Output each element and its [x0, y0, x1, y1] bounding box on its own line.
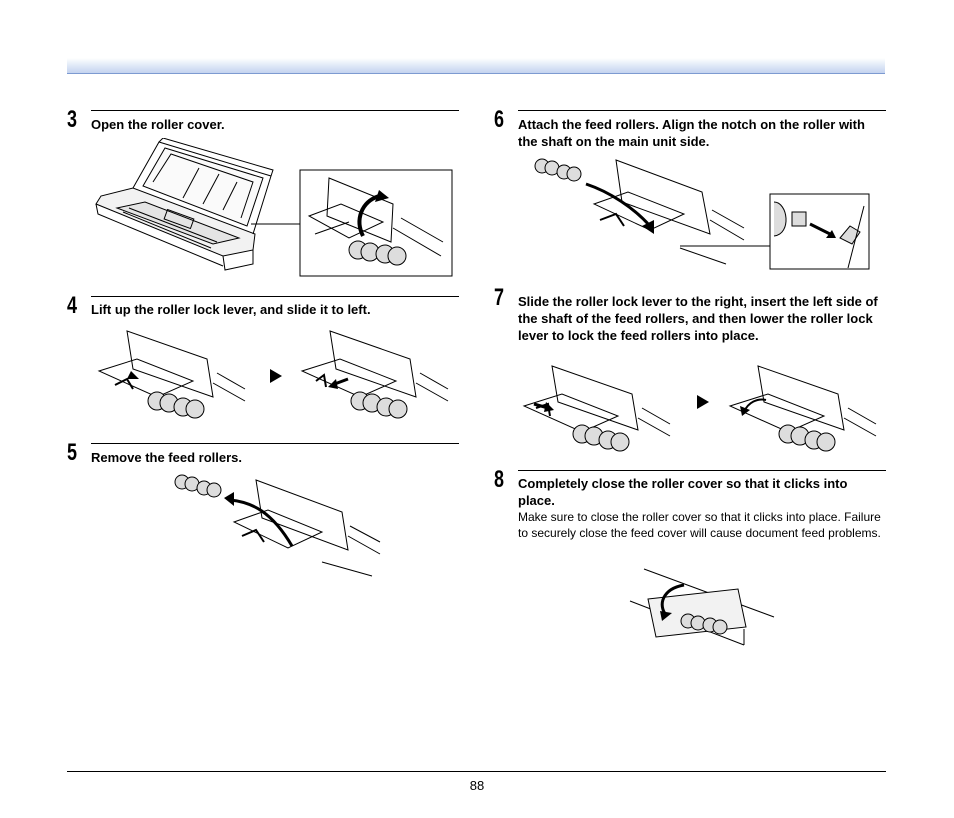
page-number: 88: [469, 778, 485, 793]
next-arrow-icon: [270, 369, 282, 383]
step-number: 4: [67, 292, 78, 319]
scanner-open-cover-illustration: [95, 138, 453, 277]
step-divider: [518, 110, 886, 111]
header-rule: [67, 73, 885, 74]
step-instruction: Remove the feed rollers.: [91, 450, 242, 465]
next-arrow-icon: [697, 395, 709, 409]
step-instruction: Completely close the roller cover so tha…: [518, 476, 848, 508]
step-number: 6: [494, 106, 505, 133]
step-divider: [91, 443, 459, 444]
step-instruction: Lift up the roller lock lever, and slide…: [91, 302, 371, 317]
step-instruction: Attach the feed rollers. Align the notch…: [518, 117, 865, 149]
close-roller-cover-illustration: [629, 568, 775, 646]
remove-feed-rollers-illustration: [174, 474, 381, 577]
footer-rule: [67, 771, 886, 772]
step-divider: [91, 296, 459, 297]
step-number: 8: [494, 466, 505, 493]
attach-feed-rollers-illustration: [534, 158, 870, 270]
lift-lever-illustration-after: [300, 330, 449, 419]
step-divider: [91, 110, 459, 111]
lower-lever-illustration-before: [522, 365, 671, 452]
step-number: 7: [494, 284, 505, 311]
step-divider: [518, 470, 886, 471]
header-band: [67, 58, 885, 73]
step-instruction: Slide the roller lock lever to the right…: [518, 294, 878, 343]
step-note: Make sure to close the roller cover so t…: [518, 510, 881, 540]
step-number: 5: [67, 439, 78, 466]
lift-lever-illustration-before: [97, 330, 246, 419]
step-instruction: Open the roller cover.: [91, 117, 225, 132]
step-number: 3: [67, 106, 78, 133]
lower-lever-illustration-after: [728, 365, 877, 452]
